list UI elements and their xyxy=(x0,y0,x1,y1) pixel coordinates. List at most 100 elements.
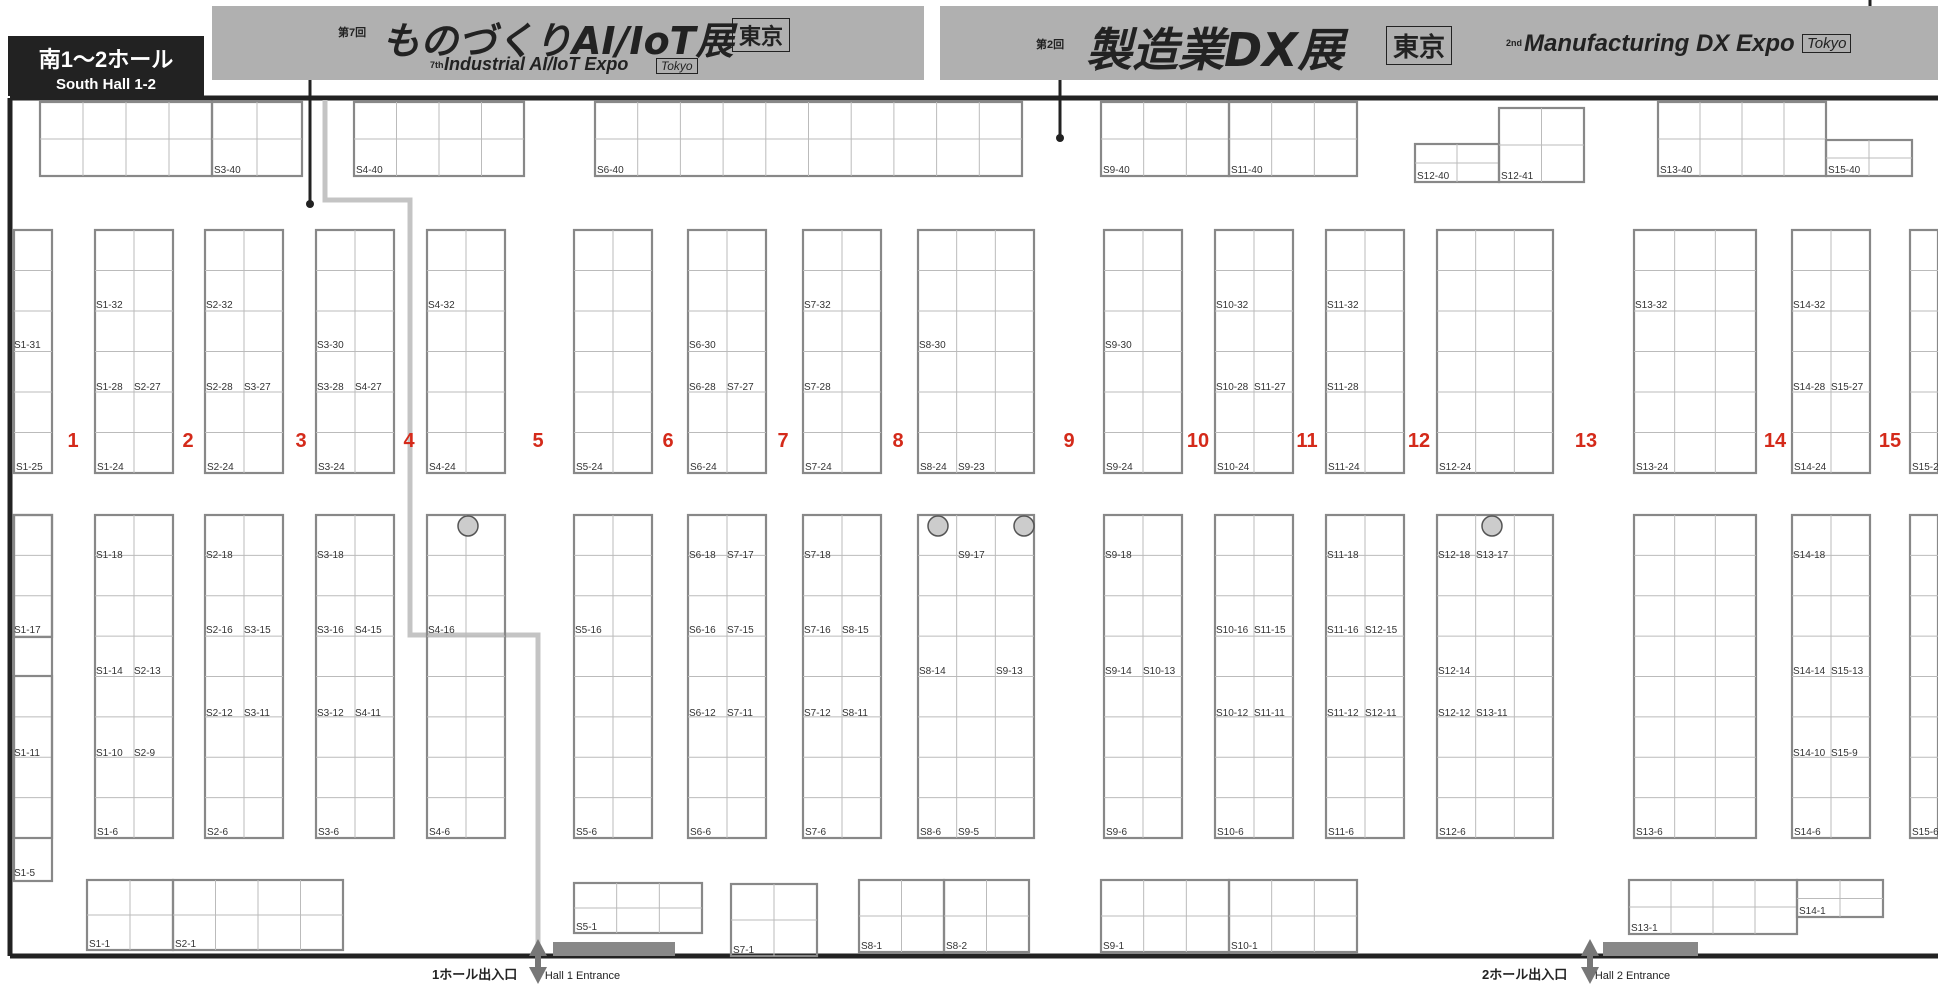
booth-label: S14-14 xyxy=(1793,666,1826,677)
booth-label: S12-41 xyxy=(1501,171,1534,182)
booth-label: S2-13 xyxy=(134,666,161,677)
booth-label: S7-6 xyxy=(805,827,827,838)
banner2-en-edition: 2nd xyxy=(1506,38,1523,48)
booth-label: S4-16 xyxy=(428,625,455,636)
booth-label: S13-17 xyxy=(1476,550,1509,561)
booth-label: S5-1 xyxy=(576,922,598,933)
booth-label: S14-28 xyxy=(1793,382,1826,393)
entrance-arrow-up-1 xyxy=(529,939,547,956)
booth-label: S3-15 xyxy=(244,625,271,636)
banner2-pointer-dot xyxy=(1056,134,1064,142)
banner1-title: ものづくりAI/IoT展 xyxy=(382,19,734,63)
booth-label: S4-27 xyxy=(355,382,382,393)
booth-label: S11-12 xyxy=(1327,708,1359,719)
booth-label: S13-6 xyxy=(1636,827,1663,838)
booth-label: S11-15 xyxy=(1254,625,1286,636)
hall1-entrance-label: 1ホール出入口 Hall 1 Entrance xyxy=(432,964,620,983)
banner1-en-city: Tokyo xyxy=(656,58,698,74)
banner1-en-edition: 7th xyxy=(430,60,444,70)
hall1-entrance-en: Hall 1 Entrance xyxy=(544,970,621,982)
booth-label: S11-27 xyxy=(1254,382,1286,393)
booth-label: S14-18 xyxy=(1793,550,1826,561)
booth-label: S12-24 xyxy=(1439,462,1472,473)
booth-label: S15-40 xyxy=(1828,165,1861,176)
booth-label: S1-18 xyxy=(96,550,123,561)
booth-label: S1-14 xyxy=(96,666,123,677)
booth-label: S7-17 xyxy=(727,550,754,561)
pillar-3 xyxy=(1013,515,1035,537)
booth-label: S9-5 xyxy=(958,827,980,838)
booth-label: S15-27 xyxy=(1831,382,1864,393)
aisle-number-13: 13 xyxy=(1575,430,1597,452)
booth-label: S9-13 xyxy=(996,666,1023,677)
banner-ai-iot-expo: 第7回 ものづくりAI/IoT展 東京 7th Industrial AI/Io… xyxy=(212,6,924,80)
hall1-entrance-door xyxy=(553,942,675,956)
booth-label: S7-18 xyxy=(804,550,831,561)
booth-label: S8-11 xyxy=(842,708,868,719)
booth-label: S12-14 xyxy=(1438,666,1471,677)
hall2-entrance-door xyxy=(1603,942,1698,956)
booth-label: S7-32 xyxy=(804,300,831,311)
aisle-number-11: 11 xyxy=(1296,430,1317,452)
booth-label: S10-6 xyxy=(1217,827,1244,838)
booth-label: S1-32 xyxy=(96,300,123,311)
booth-label: S8-24 xyxy=(920,462,947,473)
entrance-arrow-stem-1 xyxy=(535,954,541,969)
aisle-number-4: 4 xyxy=(403,430,415,452)
entrance-arrow-down-2 xyxy=(1581,967,1599,984)
booth-label: S12-40 xyxy=(1417,171,1450,182)
booth-label: S4-40 xyxy=(356,165,383,176)
lower-s1-11 xyxy=(12,674,54,883)
booth-label: S14-6 xyxy=(1794,827,1821,838)
booth-label: S5-6 xyxy=(576,827,598,838)
booth-label: S11-6 xyxy=(1328,827,1354,838)
booth-label: S11-24 xyxy=(1328,462,1360,473)
banner1-city: 東京 xyxy=(732,18,791,52)
booth-label: S2-6 xyxy=(207,827,229,838)
booth-label: S11-40 xyxy=(1231,165,1263,176)
booth-label: S4-15 xyxy=(355,625,382,636)
booth-label: S7-28 xyxy=(804,382,831,393)
booth-label: S1-10 xyxy=(96,748,123,759)
pillar-4 xyxy=(1481,515,1503,537)
booth-label: S4-11 xyxy=(355,708,381,719)
booth-label: S11-18 xyxy=(1327,550,1359,561)
booth-label: S11-11 xyxy=(1254,708,1285,719)
booth-label: S1-28 xyxy=(96,382,123,393)
banner1-en-title: Industrial AI/IoT Expo xyxy=(444,54,629,74)
booth-label: S9-17 xyxy=(958,550,985,561)
booth-label: S12-6 xyxy=(1439,827,1466,838)
booth-label: S3-40 xyxy=(214,165,241,176)
booth-label: S6-28 xyxy=(689,382,716,393)
booth-label: S2-28 xyxy=(206,382,233,393)
booth-label: S2-32 xyxy=(206,300,233,311)
booth-label: S12-12 xyxy=(1438,708,1471,719)
booth-label: S7-1 xyxy=(733,945,755,956)
booth-label: S11-32 xyxy=(1327,300,1359,311)
booth-label: S1-1 xyxy=(89,939,111,950)
banner2-en-title: Manufacturing DX Expo xyxy=(1524,30,1795,57)
booth-label: S10-28 xyxy=(1216,382,1249,393)
hall1-entrance-jp: 1ホール出入口 xyxy=(432,967,518,982)
aisle-number-14: 14 xyxy=(1764,430,1787,452)
booth-label: S11-16 xyxy=(1327,625,1359,636)
banner1-pointer-dot xyxy=(306,200,314,208)
banner-manufacturing-dx-expo: 第2回 製造業DX展 東京 2nd Manufacturing DX Expo … xyxy=(940,6,1938,80)
booth-label: S9-30 xyxy=(1105,340,1132,351)
pillar-1 xyxy=(457,515,479,537)
booth-label: S6-24 xyxy=(690,462,717,473)
aisle-number-10: 10 xyxy=(1187,430,1209,452)
booth-label: S9-40 xyxy=(1103,165,1130,176)
booth-label: S8-15 xyxy=(842,625,869,636)
booth-label: S1-25 xyxy=(16,462,43,473)
hall2-entrance-jp: 2ホール出入口 xyxy=(1482,967,1568,982)
booth-label: S12-15 xyxy=(1365,625,1398,636)
banner2-city: 東京 xyxy=(1386,26,1453,65)
booth-label: S1-31 xyxy=(14,340,41,351)
booth-label: S15-13 xyxy=(1831,666,1864,677)
booth-label: S14-24 xyxy=(1794,462,1827,473)
banner1-edition: 第7回 xyxy=(338,27,367,39)
booth-label: S9-14 xyxy=(1105,666,1132,677)
booth-label: S8-6 xyxy=(920,827,942,838)
booth-label: S6-6 xyxy=(690,827,712,838)
